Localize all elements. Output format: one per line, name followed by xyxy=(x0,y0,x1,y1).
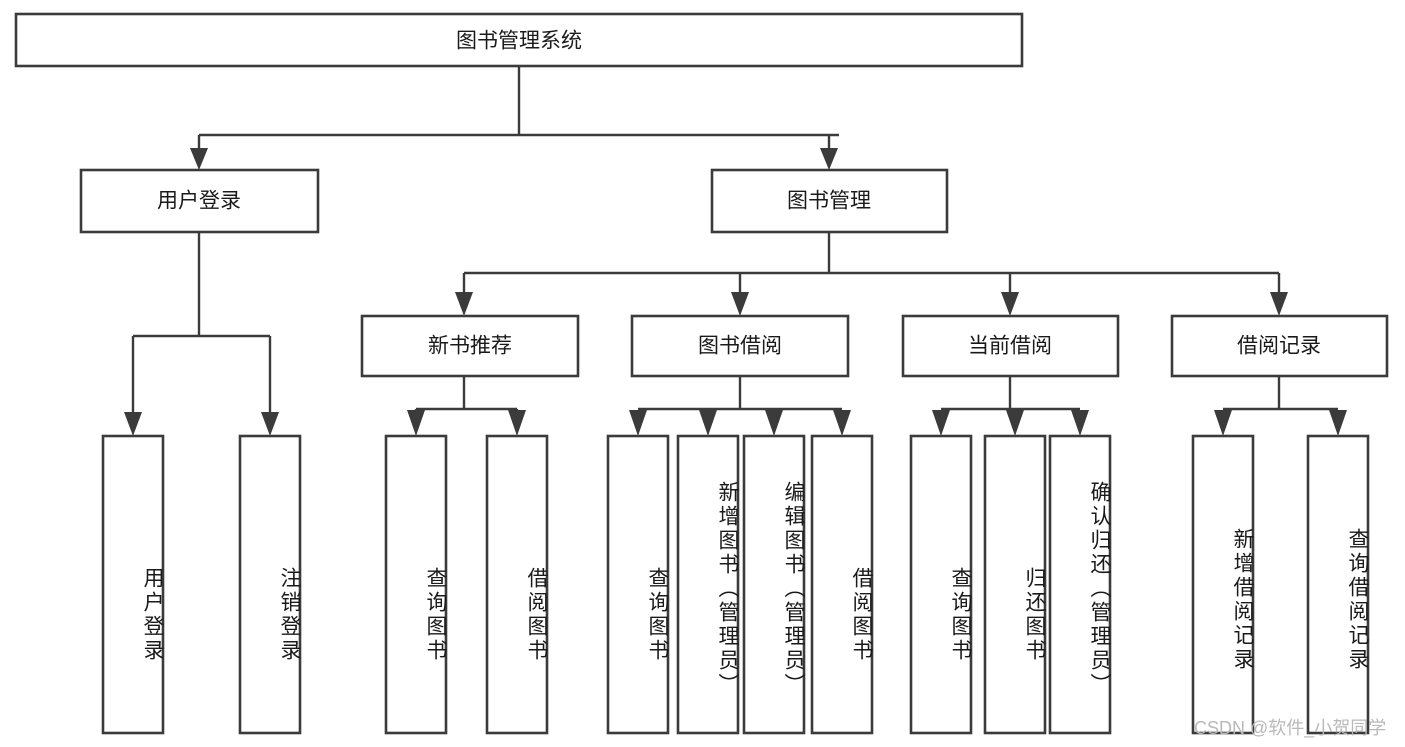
leaf-box-borrow-book-2[interactable] xyxy=(810,434,874,735)
arrowhead-leaf-logout xyxy=(261,412,279,436)
arrowhead-leaf-add-record xyxy=(1214,410,1232,436)
arrowhead-current-borrow xyxy=(1001,292,1019,316)
leaf-boxes xyxy=(101,434,1370,735)
node-book-manage-box[interactable] xyxy=(710,168,949,234)
arrowhead-leaf-query-book-2 xyxy=(629,410,647,436)
leaf-box-query-book-2[interactable] xyxy=(606,434,670,735)
leaf-box-return-book[interactable] xyxy=(983,434,1047,735)
leaf-box-borrow-book-1[interactable] xyxy=(485,434,549,735)
node-new-book-rec-label: 新书推荐 xyxy=(428,335,512,358)
edges-bookmanage-to-level3 xyxy=(455,232,1288,316)
node-root-label: 图书管理系统 xyxy=(456,30,582,53)
node-user-login-box[interactable] xyxy=(79,168,320,234)
node-borrow-record-label: 借阅记录 xyxy=(1237,335,1321,358)
arrowhead-book-manage xyxy=(820,148,838,170)
node-root[interactable]: 图书管理系统 xyxy=(14,12,1024,68)
node-book-borrow-box[interactable] xyxy=(630,314,850,378)
edges-root-to-level2 xyxy=(190,66,839,170)
node-current-borrow-box[interactable] xyxy=(901,314,1120,378)
edges-userlogin-to-leaves xyxy=(124,232,279,436)
arrowhead-leaf-edit-book xyxy=(765,410,783,436)
node-book-manage-label: 图书管理 xyxy=(787,190,871,213)
node-user-login-label: 用户登录 xyxy=(157,190,241,213)
arrowhead-leaf-query-record xyxy=(1329,410,1347,436)
arrowhead-leaf-add-book xyxy=(699,410,717,436)
leaf-box-query-book-1[interactable] xyxy=(384,434,448,735)
leaf-box-user-login[interactable] xyxy=(101,434,165,735)
arrowhead-borrow-record xyxy=(1270,292,1288,316)
arrowhead-book-borrow xyxy=(731,292,749,316)
node-book-manage[interactable]: 图书管理 xyxy=(710,168,949,234)
node-current-borrow-label: 当前借阅 xyxy=(968,335,1052,358)
leaf-box-query-record[interactable] xyxy=(1306,434,1370,735)
node-book-borrow[interactable]: 图书借阅 xyxy=(630,314,850,378)
node-new-book-rec[interactable]: 新书推荐 xyxy=(360,314,580,378)
arrowhead-new-book-rec xyxy=(455,292,473,316)
arrowhead-user-login xyxy=(190,148,208,170)
node-borrow-record-box[interactable] xyxy=(1170,314,1389,378)
csdn-watermark: CSDN @软件_小贺同学 xyxy=(1194,718,1387,738)
leaf-box-add-record[interactable] xyxy=(1191,434,1255,735)
node-borrow-record[interactable]: 借阅记录 xyxy=(1170,314,1389,378)
arrowhead-leaf-borrow-book-2 xyxy=(833,410,851,436)
arrowhead-leaf-query-book-1 xyxy=(407,410,425,436)
edges-newbookrec-to-leaves xyxy=(407,376,526,436)
leaf-box-logout[interactable] xyxy=(238,434,302,735)
edges-borrowrecord-to-leaves xyxy=(1214,376,1347,436)
edges-bookborrow-to-leaves xyxy=(629,376,851,436)
leaf-box-query-book-3[interactable] xyxy=(909,434,973,735)
leaf-box-confirm-return[interactable] xyxy=(1048,434,1112,735)
arrowhead-leaf-user-login xyxy=(124,412,142,436)
leaf-box-edit-book[interactable] xyxy=(742,434,806,735)
arrowhead-leaf-return-book xyxy=(1006,410,1024,436)
node-user-login[interactable]: 用户登录 xyxy=(79,168,320,234)
arrowhead-leaf-query-book-3 xyxy=(932,410,950,436)
leaf-box-add-book[interactable] xyxy=(676,434,740,735)
node-book-borrow-label: 图书借阅 xyxy=(698,335,782,358)
arrowhead-leaf-confirm-return xyxy=(1071,410,1089,436)
edges-currentborrow-to-leaves xyxy=(932,376,1089,436)
node-current-borrow[interactable]: 当前借阅 xyxy=(901,314,1120,378)
node-root-box[interactable] xyxy=(14,12,1024,68)
node-new-book-rec-box[interactable] xyxy=(360,314,580,378)
arrowhead-leaf-borrow-book-1 xyxy=(508,410,526,436)
